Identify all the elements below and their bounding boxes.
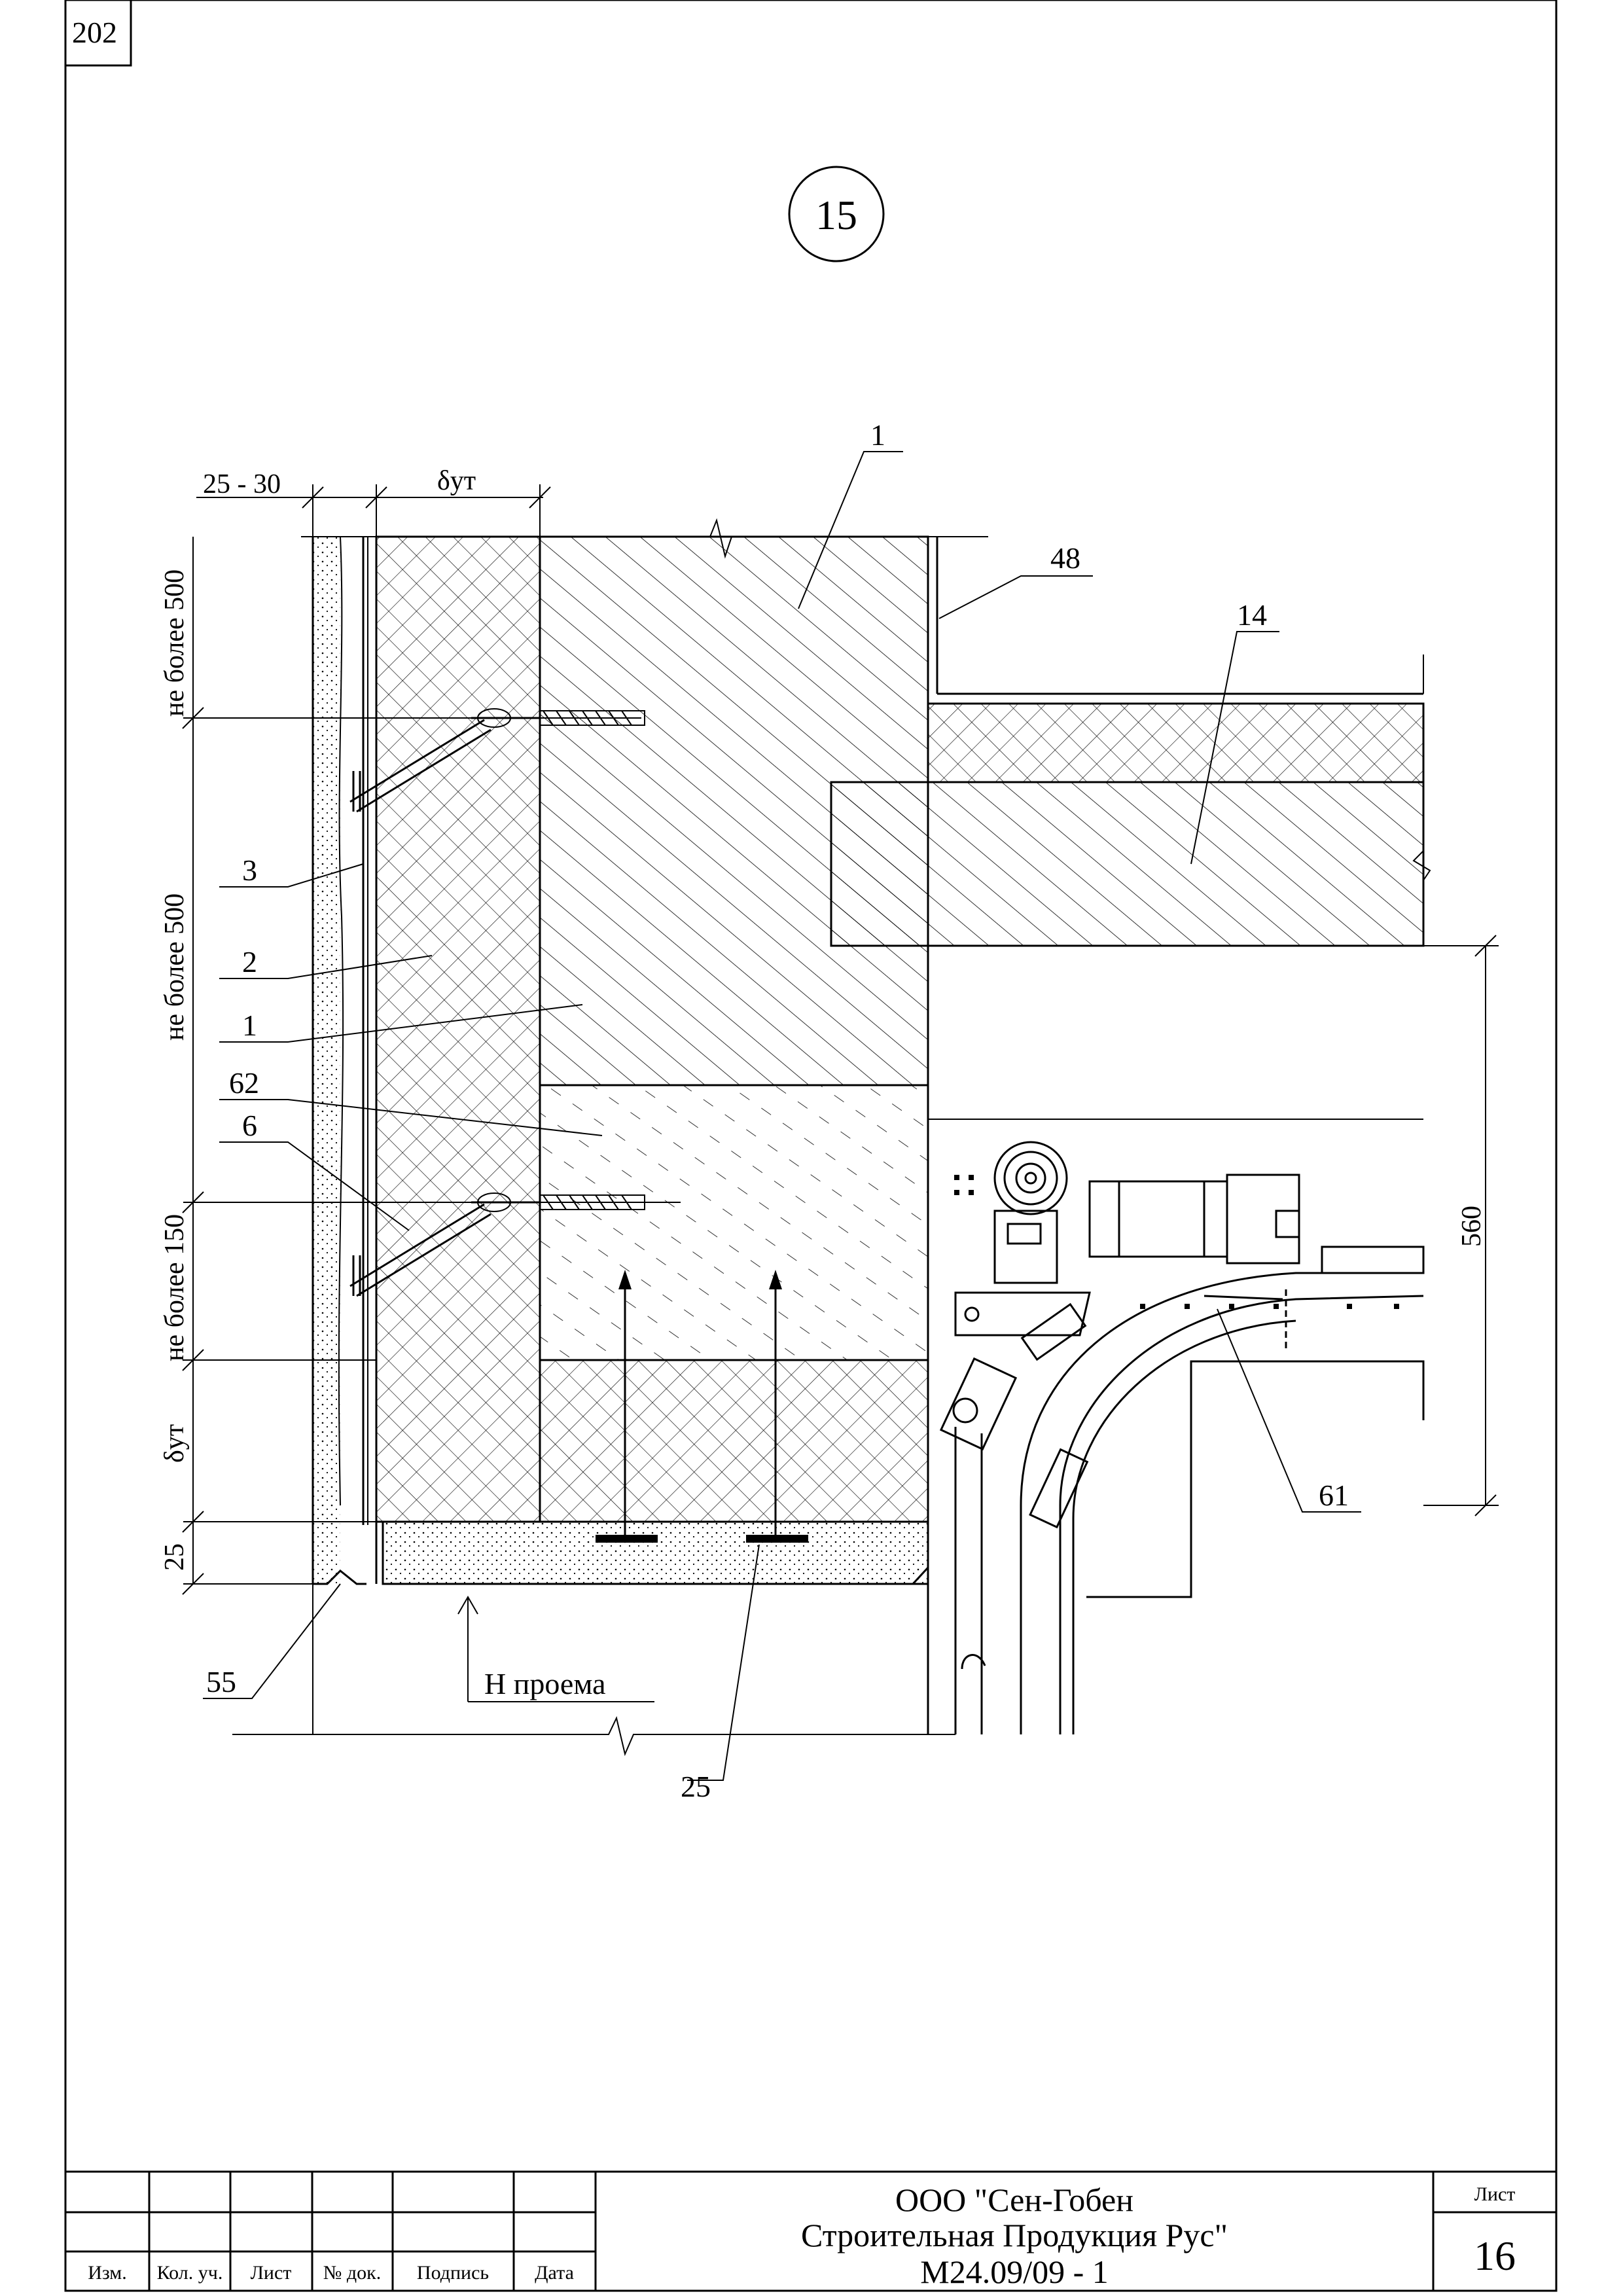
dim-max-500-top: не более 500 xyxy=(160,569,190,717)
opening-height-label: Н проема xyxy=(484,1667,606,1700)
callout-leaders xyxy=(203,451,1361,1781)
floor-slab xyxy=(830,655,1431,1120)
plaster-layer xyxy=(312,536,368,1585)
dim-max-150: не более 150 xyxy=(160,1214,190,1361)
dim-gap: 25 - 30 xyxy=(203,469,281,499)
page-number: 202 xyxy=(72,16,117,49)
tb-sheet-label: Лист xyxy=(1474,2183,1516,2205)
callout-55: 55 xyxy=(206,1665,236,1698)
callout-48: 48 xyxy=(1050,541,1080,575)
callout-1-top: 1 xyxy=(870,418,885,452)
tb-sheet-number: 16 xyxy=(1474,2233,1516,2279)
wall-anchors xyxy=(618,1270,782,1538)
callout-61: 61 xyxy=(1319,1479,1349,1512)
tb-org-line2: Строительная Продукция Рус" xyxy=(801,2217,1228,2253)
tb-col-date: Дата xyxy=(535,2262,574,2284)
tb-doc-code: М24.09/09 - 1 xyxy=(920,2253,1109,2290)
tb-col-doc-no: № док. xyxy=(323,2262,381,2284)
dimension-lines xyxy=(182,484,1499,1595)
title-block xyxy=(65,2170,1556,2291)
callout-1-mid: 1 xyxy=(242,1009,257,1042)
tb-col-list: Лист xyxy=(251,2262,292,2284)
break-line-top xyxy=(301,518,988,559)
tb-col-izm: Изм. xyxy=(88,2262,127,2284)
callout-3: 3 xyxy=(242,853,257,887)
tb-org-line1: ООО "Сен-Гобен xyxy=(895,2181,1133,2218)
sheet-frame xyxy=(64,0,1558,2292)
callout-14: 14 xyxy=(1237,598,1267,632)
dim-max-500-mid: не более 500 xyxy=(160,893,190,1041)
opening-baseline xyxy=(232,1716,955,1757)
callout-25: 25 xyxy=(681,1770,711,1803)
dim-insulation-left: δут xyxy=(160,1424,190,1463)
tb-col-signature: Подпись xyxy=(417,2262,489,2284)
bottom-trim xyxy=(375,1520,929,1585)
callout-6: 6 xyxy=(242,1109,257,1142)
callout-62: 62 xyxy=(229,1066,259,1100)
gate-drive-mechanism xyxy=(939,1141,1425,1734)
svg-text:15: 15 xyxy=(815,192,857,238)
dim-bottom-25: 25 xyxy=(160,1543,190,1571)
mechanism-holes xyxy=(954,1175,1399,1309)
tb-col-kol-uch: Кол. уч. xyxy=(157,2262,223,2284)
dim-height-560: 560 xyxy=(1457,1206,1487,1247)
dim-insulation-top: δут xyxy=(437,466,476,496)
detail-marker: 15 xyxy=(788,166,885,262)
callout-2: 2 xyxy=(242,945,257,978)
insulation-layer xyxy=(375,535,541,1523)
